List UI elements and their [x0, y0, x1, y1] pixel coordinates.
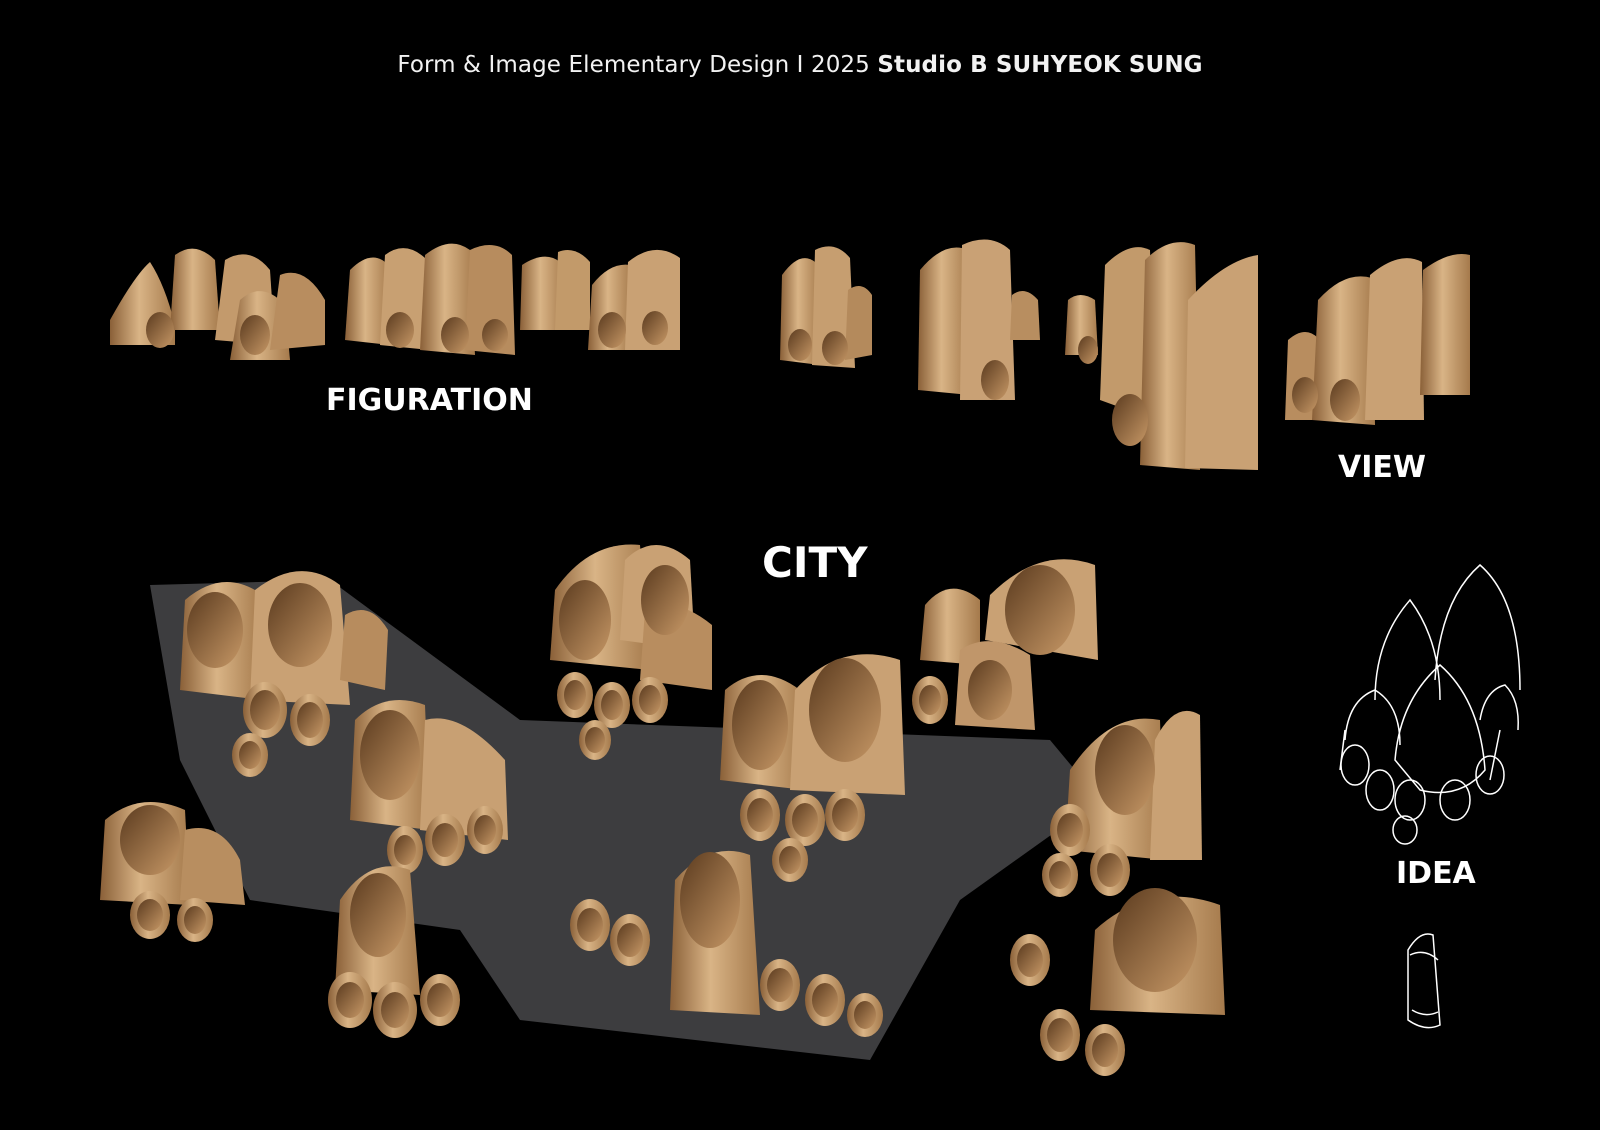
view-model-4 [1285, 254, 1470, 425]
figuration-model-2 [345, 243, 515, 355]
city-label: CITY [762, 538, 868, 587]
view-model-2 [918, 239, 1040, 400]
city-cluster-2 [550, 544, 712, 760]
idea-label: IDEA [1396, 856, 1476, 891]
city-cluster-6 [1042, 710, 1202, 897]
city-cluster-8 [328, 866, 460, 1038]
idea-line-drawing-cluster [1339, 564, 1521, 845]
city-cluster-10 [1010, 888, 1225, 1076]
figuration-label: FIGURATION [326, 383, 533, 418]
figuration-models [110, 243, 680, 360]
view-model-1 [780, 246, 872, 368]
view-models [780, 239, 1470, 470]
city-models [100, 544, 1225, 1076]
figuration-model-3 [520, 249, 680, 350]
view-model-3 [1065, 242, 1258, 470]
city-cluster-3 [912, 559, 1098, 730]
view-label: VIEW [1338, 450, 1426, 485]
figuration-model-1 [110, 248, 325, 360]
city-cluster-9 [570, 850, 883, 1037]
city-cluster-1 [180, 571, 388, 777]
studio-author: Studio B SUHYEOK SUNG [877, 52, 1203, 78]
course-title: Form & Image Elementary Design I 2025 [397, 52, 870, 78]
idea-line-drawing-unit [1407, 933, 1441, 1029]
city-cluster-5 [720, 654, 905, 882]
city-ground-shadow [150, 580, 1100, 1060]
poster-header: Form & Image Elementary Design I 2025 St… [0, 52, 1600, 78]
city-cluster-4 [350, 700, 508, 874]
city-cluster-7 [100, 802, 245, 942]
